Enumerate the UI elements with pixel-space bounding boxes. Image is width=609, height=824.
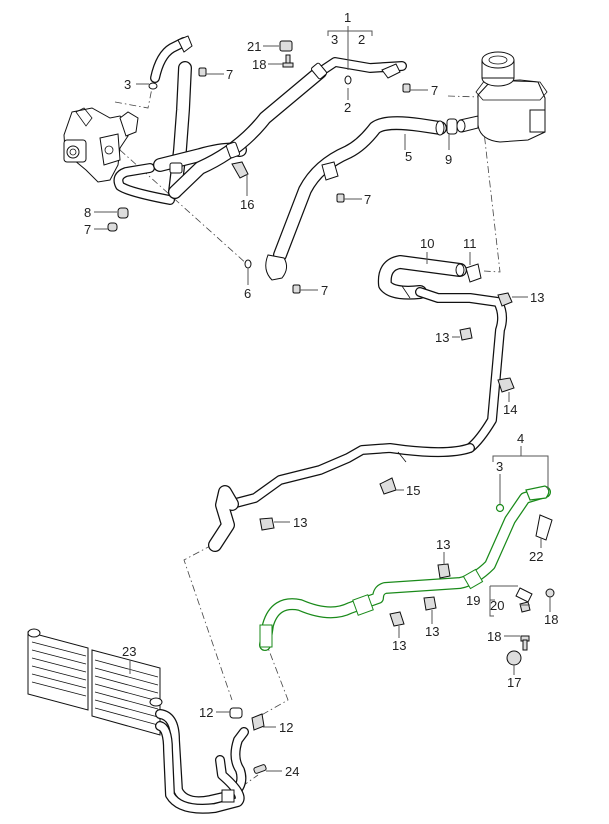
callout-4[interactable]: 4: [517, 431, 524, 446]
suction-line[interactable]: [208, 255, 508, 552]
callout-1-sub-2[interactable]: 2: [358, 32, 365, 47]
clamp-12-a: [229, 707, 243, 719]
seal-3-top: [148, 82, 158, 90]
guide-reservoir-to-clamp11: [447, 95, 501, 273]
bolt-7-a: [198, 67, 207, 77]
guide-cooler-line-to-clamp12: [257, 639, 289, 718]
bolt-7-b: [402, 83, 411, 93]
seal-6: [244, 259, 252, 269]
banjo-8: [117, 207, 129, 219]
callout-13-c[interactable]: 13: [293, 515, 307, 530]
callout-4-sub-3[interactable]: 3: [496, 459, 503, 474]
block-22: [535, 514, 553, 541]
callout-9[interactable]: 9: [445, 152, 452, 167]
callout-12-b[interactable]: 12: [279, 720, 293, 735]
callout-18-mid[interactable]: 18: [544, 612, 558, 627]
clamp-12-b: [251, 713, 265, 731]
callout-13-b[interactable]: 13: [435, 330, 449, 345]
callout-14[interactable]: 14: [503, 402, 517, 417]
clip-13-c: [259, 517, 275, 531]
clamp-9: [446, 118, 458, 135]
callout-7-d[interactable]: 7: [84, 222, 91, 237]
callout-11[interactable]: 11: [463, 236, 477, 251]
leader-lines: [94, 26, 551, 772]
callout-16[interactable]: 16: [240, 197, 254, 212]
seal-2: [344, 75, 352, 85]
oil-cooler[interactable]: [27, 628, 163, 736]
callout-10[interactable]: 10: [420, 236, 434, 251]
bolt-7-e: [292, 284, 301, 294]
clip-13-a: [497, 292, 513, 307]
callout-22[interactable]: 22: [529, 549, 543, 564]
power-steering-pump[interactable]: [63, 107, 139, 183]
clip-13-b: [459, 327, 473, 341]
callout-24[interactable]: 24: [285, 764, 299, 779]
clip-16: [231, 161, 249, 179]
callout-labels: 1 3 2 2 21 18 7 7 3 5 9 7 16 8 7 6 7 10 …: [84, 10, 558, 779]
callout-20[interactable]: 20: [490, 598, 504, 613]
callout-13-e[interactable]: 13: [392, 638, 406, 653]
clamp-11: [465, 263, 482, 283]
pressure-line-assembly[interactable]: [150, 35, 407, 199]
callout-12-a[interactable]: 12: [199, 705, 213, 720]
bolt-24: [253, 764, 267, 774]
clip-13-e: [389, 611, 405, 627]
callout-7-e[interactable]: 7: [321, 283, 328, 298]
callout-3-top[interactable]: 3: [124, 77, 131, 92]
pump-return-loop: [113, 163, 175, 205]
callout-13-a[interactable]: 13: [530, 290, 544, 305]
callout-1[interactable]: 1: [344, 10, 351, 25]
clip-13-d: [437, 563, 451, 579]
callout-17[interactable]: 17: [507, 675, 521, 690]
bracket-19: [515, 587, 533, 603]
clip-14: [497, 377, 515, 393]
clip-21: [279, 40, 293, 52]
callout-18-low[interactable]: 18: [487, 629, 501, 644]
clip-20: [519, 601, 531, 613]
callout-7-b[interactable]: 7: [431, 83, 438, 98]
bolt-7-c: [336, 193, 345, 203]
callout-21[interactable]: 21: [247, 39, 261, 54]
callout-18-top[interactable]: 18: [252, 57, 266, 72]
callout-15[interactable]: 15: [406, 483, 420, 498]
callout-19[interactable]: 19: [466, 593, 480, 608]
fluid-reservoir[interactable]: [456, 51, 548, 143]
bolt-18-mid: [545, 588, 555, 598]
callout-2[interactable]: 2: [344, 100, 351, 115]
clip-13-f: [423, 596, 437, 611]
callout-6[interactable]: 6: [244, 286, 251, 301]
callout-13-f[interactable]: 13: [425, 624, 439, 639]
cooler-pipes: [155, 709, 249, 814]
callout-5[interactable]: 5: [405, 149, 412, 164]
callout-13-d[interactable]: 13: [436, 537, 450, 552]
callout-1-sub-3[interactable]: 3: [331, 32, 338, 47]
clip-15: [379, 477, 397, 495]
cooler-line-highlighted[interactable]: [259, 485, 551, 651]
callout-7-a[interactable]: 7: [226, 67, 233, 82]
guide-line10-to-cooler: [183, 544, 233, 701]
callout-23[interactable]: 23: [122, 644, 136, 659]
bolt-7-d: [107, 222, 118, 232]
return-hose[interactable]: [265, 116, 447, 281]
guide-pump-to-seal3: [114, 87, 153, 109]
grommet-17: [506, 650, 522, 666]
callout-7-c[interactable]: 7: [364, 192, 371, 207]
callout-8[interactable]: 8: [84, 205, 91, 220]
